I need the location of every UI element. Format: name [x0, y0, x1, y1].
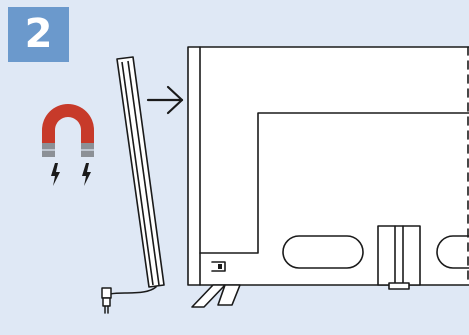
lightning-icon: [51, 163, 91, 186]
light-strip: [116, 56, 165, 288]
tv-illustration: [187, 46, 469, 290]
step-badge-background: [8, 7, 69, 62]
arrow-right-icon: [146, 85, 184, 115]
tv-stand: [191, 284, 241, 308]
step-number: 2: [24, 11, 53, 57]
plug-icon: [101, 286, 157, 314]
magnet-icon: [42, 104, 94, 157]
